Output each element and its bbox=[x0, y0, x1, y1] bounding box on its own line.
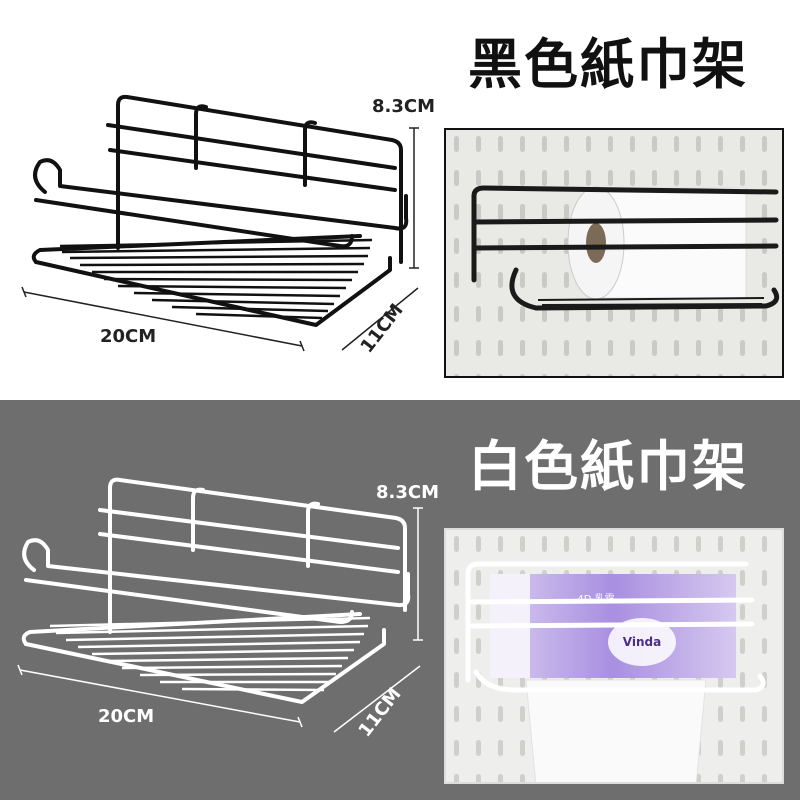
black-rack-title: 黑色紙巾架 bbox=[468, 33, 748, 96]
white-rack-drawing bbox=[17, 477, 423, 733]
black-width-label: 20CM bbox=[100, 326, 157, 347]
black-dimension-lines bbox=[21, 127, 419, 352]
white-rack-photo: Vinda 4D 乳霜 bbox=[444, 528, 784, 784]
black-height-label: 8.3CM bbox=[372, 96, 436, 117]
black-rack-photo bbox=[444, 128, 784, 378]
white-photo-scene: Vinda 4D 乳霜 bbox=[446, 530, 782, 782]
white-rack-title: 白色紙巾架 bbox=[468, 435, 748, 498]
black-photo-scene bbox=[446, 130, 782, 376]
tissue-brand-text: Vinda bbox=[623, 635, 661, 649]
black-rack-drawing bbox=[21, 94, 419, 352]
black-rack-section: 8.3CM 20CM 11CM 黑色紙巾架 bbox=[21, 33, 784, 378]
white-dimension-lines bbox=[17, 507, 423, 733]
white-width-label: 20CM bbox=[98, 706, 155, 727]
white-height-label: 8.3CM bbox=[376, 482, 440, 503]
